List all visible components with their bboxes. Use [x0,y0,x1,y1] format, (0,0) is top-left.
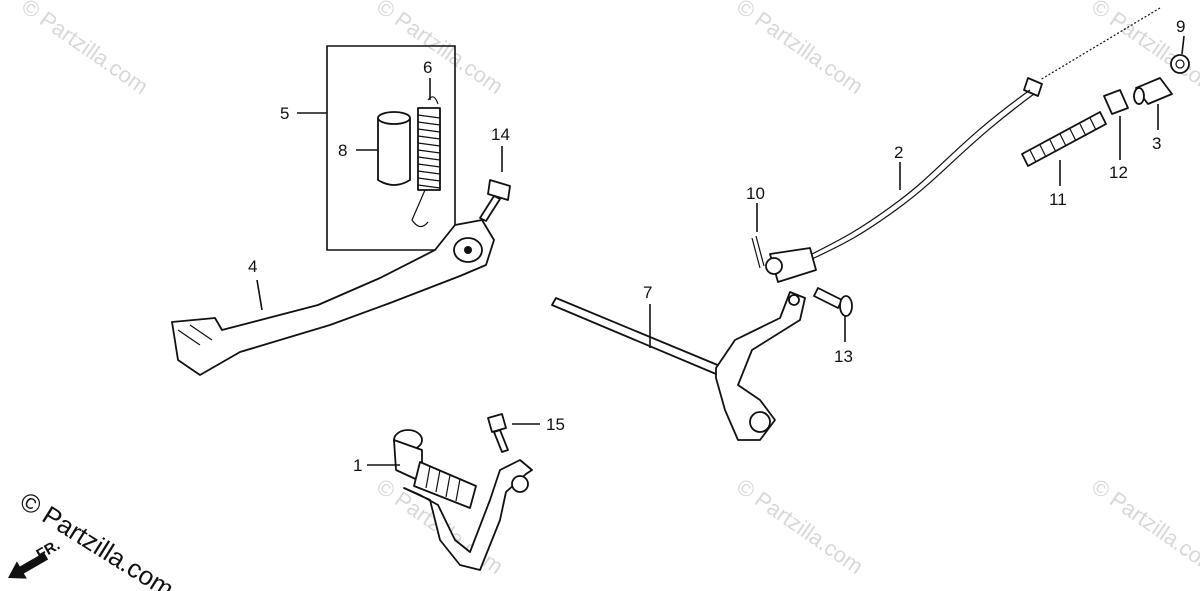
callout-6: 6 [423,58,432,77]
part-14-bolt [479,179,511,222]
callout-10: 10 [746,184,765,203]
callout-12: 12 [1109,163,1128,182]
leader-4 [256,279,263,311]
leader-9 [1181,35,1185,55]
part-8-sleeve [377,111,411,186]
part-3-nut [1133,77,1173,105]
callout-2: 2 [894,143,903,162]
callout-5: 5 [280,104,289,123]
watermark: © Partzilla.com [732,474,868,580]
watermark: © Partzilla.com [732,0,868,99]
watermark: © Partzilla.com [1087,474,1200,580]
callout-9: 9 [1176,17,1185,36]
group-bracket [326,45,456,251]
callout-15: 15 [546,415,565,434]
callout-7: 7 [643,283,652,302]
part-12-collar [1103,89,1129,115]
watermark: © Partzilla.com [372,0,508,99]
part-6-spring [411,96,441,228]
callout-11: 11 [1049,190,1067,209]
part-13-pin [813,287,853,317]
watermarks: © Partzilla.com © Partzilla.com © Partzi… [17,0,1200,579]
part-15-bolt [487,413,509,453]
part-4-brake-pedal [171,219,495,376]
part-11-spring [1021,111,1107,167]
copyright-text: © Partzilla.com [15,486,179,591]
part-10-pin [751,235,765,269]
part-9-washer [1170,54,1190,74]
watermark: © Partzilla.com [17,0,153,99]
callout-13: 13 [834,347,853,366]
part-2-cable [765,7,1161,283]
front-arrow [8,552,49,579]
part-1-footpeg [393,429,533,571]
callout-3: 3 [1152,134,1161,153]
callout-14: 14 [491,125,510,144]
callout-4: 4 [248,257,257,276]
callout-8: 8 [338,141,347,160]
part-7-shaft-arm [551,291,806,441]
callout-1: 1 [353,456,362,475]
